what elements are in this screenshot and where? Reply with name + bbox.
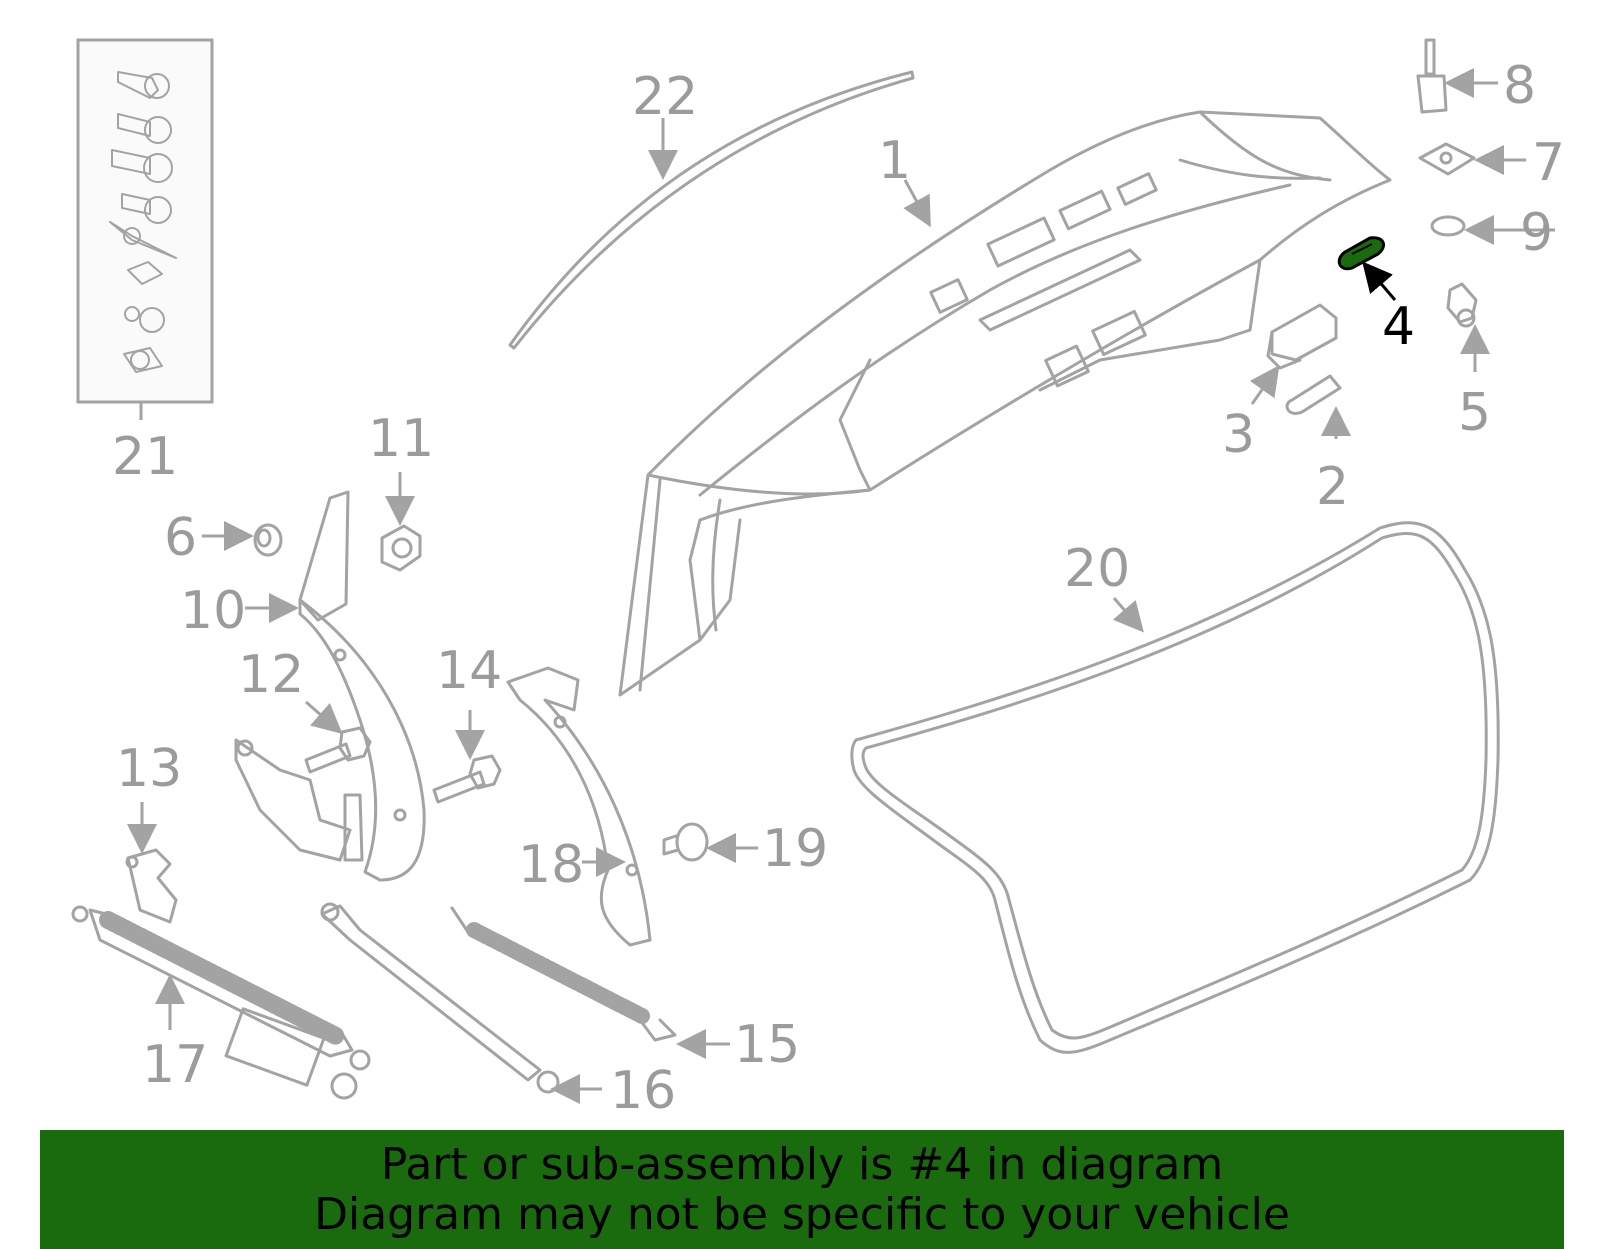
part-10-hinge [298,490,426,882]
callout-leaders [127,68,1555,1104]
callout-14: 14 [436,641,502,701]
callout-9: 9 [1520,203,1553,263]
part-13-hinge-bracket [125,738,364,924]
info-banner: Part or sub-assembly is #4 in diagram Di… [40,1130,1564,1249]
part-5-bumper [1446,282,1478,328]
callout-1: 1 [878,131,911,191]
callout-19: 19 [762,819,828,879]
part-12-bolt [304,726,372,774]
callout-8: 8 [1503,56,1536,116]
part-19-plug [662,822,709,862]
part-16-gas-strut [320,902,560,1094]
callout-16: 16 [610,1061,676,1121]
callout-22: 22 [632,67,698,127]
callout-10: 10 [180,581,246,641]
parts-diagram: 1 2 3 4 5 6 7 8 9 10 11 12 13 14 15 16 1… [71,38,1565,1121]
part-22-moulding [508,70,915,350]
part-3-bracket [1266,303,1338,370]
part-20-weatherstrip-seal [850,521,1500,1054]
callout-18: 18 [518,835,584,895]
callout-5: 5 [1458,383,1491,443]
banner-line-highlighted-part: Part or sub-assembly is #4 in diagram [380,1138,1224,1190]
part-6-clip [253,523,283,557]
part-11-flange-nut [380,524,422,572]
callout-7: 7 [1532,133,1565,193]
callout-15: 15 [734,1015,800,1075]
callout-6: 6 [164,508,197,568]
callout-2: 2 [1316,457,1349,517]
part-15-spring [450,906,677,1042]
banner-line-disclaimer: Diagram may not be specific to your vehi… [314,1188,1290,1240]
callout-17: 17 [142,1035,208,1095]
callout-11: 11 [368,409,434,469]
hardware-kit-box [76,38,214,420]
part-18-hinge-arm [506,666,652,947]
callout-13: 13 [116,739,182,799]
callout-12: 12 [238,645,304,705]
part-9-washer [1430,215,1466,237]
part-7-clip-nut [1418,142,1476,176]
part-4-plug-highlighted [1337,236,1386,271]
callout-20: 20 [1064,539,1130,599]
callout-3: 3 [1222,405,1255,465]
part-14-bolt [432,754,502,804]
callout-4: 4 [1382,297,1415,357]
callout-21: 21 [112,427,178,487]
part-8-rivet [1416,38,1448,114]
part-1-trunk-lid [618,110,1392,697]
part-2-handle [1285,374,1342,415]
callout-numbers: 1 2 3 4 5 6 7 8 9 10 11 12 13 14 15 16 1… [112,56,1565,1121]
part-17-actuator [71,905,371,1100]
